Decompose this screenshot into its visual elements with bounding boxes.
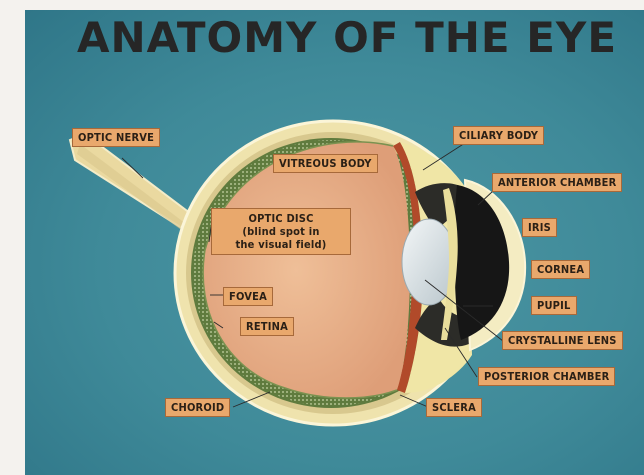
label-optic-disc: OPTIC DISC (blind spot in the visual fie… xyxy=(211,208,351,255)
label-optic-disc-line-2: (blind spot in xyxy=(218,225,344,238)
label-choroid: CHOROID xyxy=(165,398,230,417)
label-crystalline-lens: CRYSTALLINE LENS xyxy=(502,331,623,350)
label-optic-nerve: OPTIC NERVE xyxy=(72,128,160,147)
label-fovea: FOVEA xyxy=(223,287,273,306)
label-ciliary-body: CILIARY BODY xyxy=(453,126,544,145)
eye-anatomy-poster: ANATOMY OF THE EYE OPTIC NERVE VITREOUS … xyxy=(25,10,644,475)
label-iris: IRIS xyxy=(522,218,557,237)
page-title: ANATOMY OF THE EYE xyxy=(77,13,617,62)
label-optic-disc-line-1: OPTIC DISC xyxy=(218,212,344,225)
label-cornea: CORNEA xyxy=(531,260,590,279)
label-sclera: SCLERA xyxy=(426,398,482,417)
label-posterior-chamber: POSTERIOR CHAMBER xyxy=(478,367,615,386)
label-pupil: PUPIL xyxy=(531,296,577,315)
label-vitreous-body: VITREOUS BODY xyxy=(273,154,378,173)
label-anterior-chamber: ANTERIOR CHAMBER xyxy=(492,173,622,192)
label-optic-disc-line-3: the visual field) xyxy=(218,238,344,251)
label-retina: RETINA xyxy=(240,317,294,336)
